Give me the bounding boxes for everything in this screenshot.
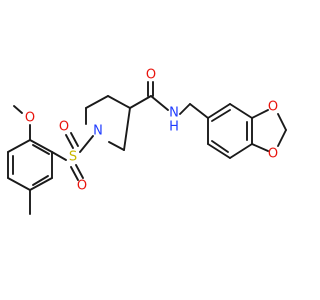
atom-o-sulfonyl-top: O	[59, 120, 69, 135]
bond-bd-inner-3	[211, 140, 229, 153]
atom-n-ring: N	[93, 124, 103, 139]
bond-bd-5	[207, 143, 231, 159]
atom-o-dioxole-bottom: O	[268, 147, 278, 162]
bond-n-ch2	[179, 103, 191, 115]
atom-o-sulfonyl-bottom: O	[77, 179, 87, 194]
bond-pip-2	[107, 95, 131, 109]
bond-dioxole-4	[251, 143, 269, 152]
bond-mt-5	[29, 177, 53, 191]
bond-bd-inner-1	[211, 109, 231, 122]
bond-mt-inner-1	[32, 144, 50, 155]
atom-o-carbonyl: O	[146, 68, 156, 83]
bond-dioxole-2	[277, 113, 287, 131]
bond-dioxole-3	[277, 129, 287, 147]
atom-h-amide: H	[169, 120, 179, 135]
bond-pip-5	[108, 141, 125, 151]
bonds	[7, 81, 287, 215]
atom-n-amide: N	[169, 106, 179, 121]
bond-s-o-bottom-a	[70, 166, 79, 181]
molecule-structure: O N H N S O O O O O	[7, 68, 287, 215]
atom-o-dioxole-top: O	[268, 100, 278, 115]
atom-s-sulfonyl: S	[69, 150, 77, 165]
bond-pip-6	[123, 107, 131, 151]
bond-bd-2	[229, 103, 253, 119]
atom-labels: O N H N S O O O O O	[25, 68, 278, 194]
bond-bd-4	[229, 143, 253, 159]
bond-s-o-top-a	[65, 134, 74, 149]
atom-o-methoxy: O	[25, 111, 35, 126]
bond-s-o-bottom-b	[75, 164, 84, 179]
bond-mt-1	[29, 139, 53, 153]
bond-mt-inner-3	[32, 175, 49, 186]
bond-ch2-aryl	[189, 103, 209, 119]
bond-n-s	[79, 135, 94, 153]
bond-mt-4	[7, 177, 31, 191]
bond-s-aryl	[51, 151, 67, 161]
bond-pip-1	[129, 95, 152, 109]
bond-carbonyl-n	[150, 95, 169, 111]
bond-pip-3	[85, 95, 109, 109]
bond-s-o-top-b	[70, 132, 79, 147]
bond-bd-1	[207, 103, 231, 119]
bond-mt-2	[7, 139, 31, 153]
bond-dioxole-1	[251, 109, 269, 119]
bond-o-methyl	[13, 105, 23, 114]
